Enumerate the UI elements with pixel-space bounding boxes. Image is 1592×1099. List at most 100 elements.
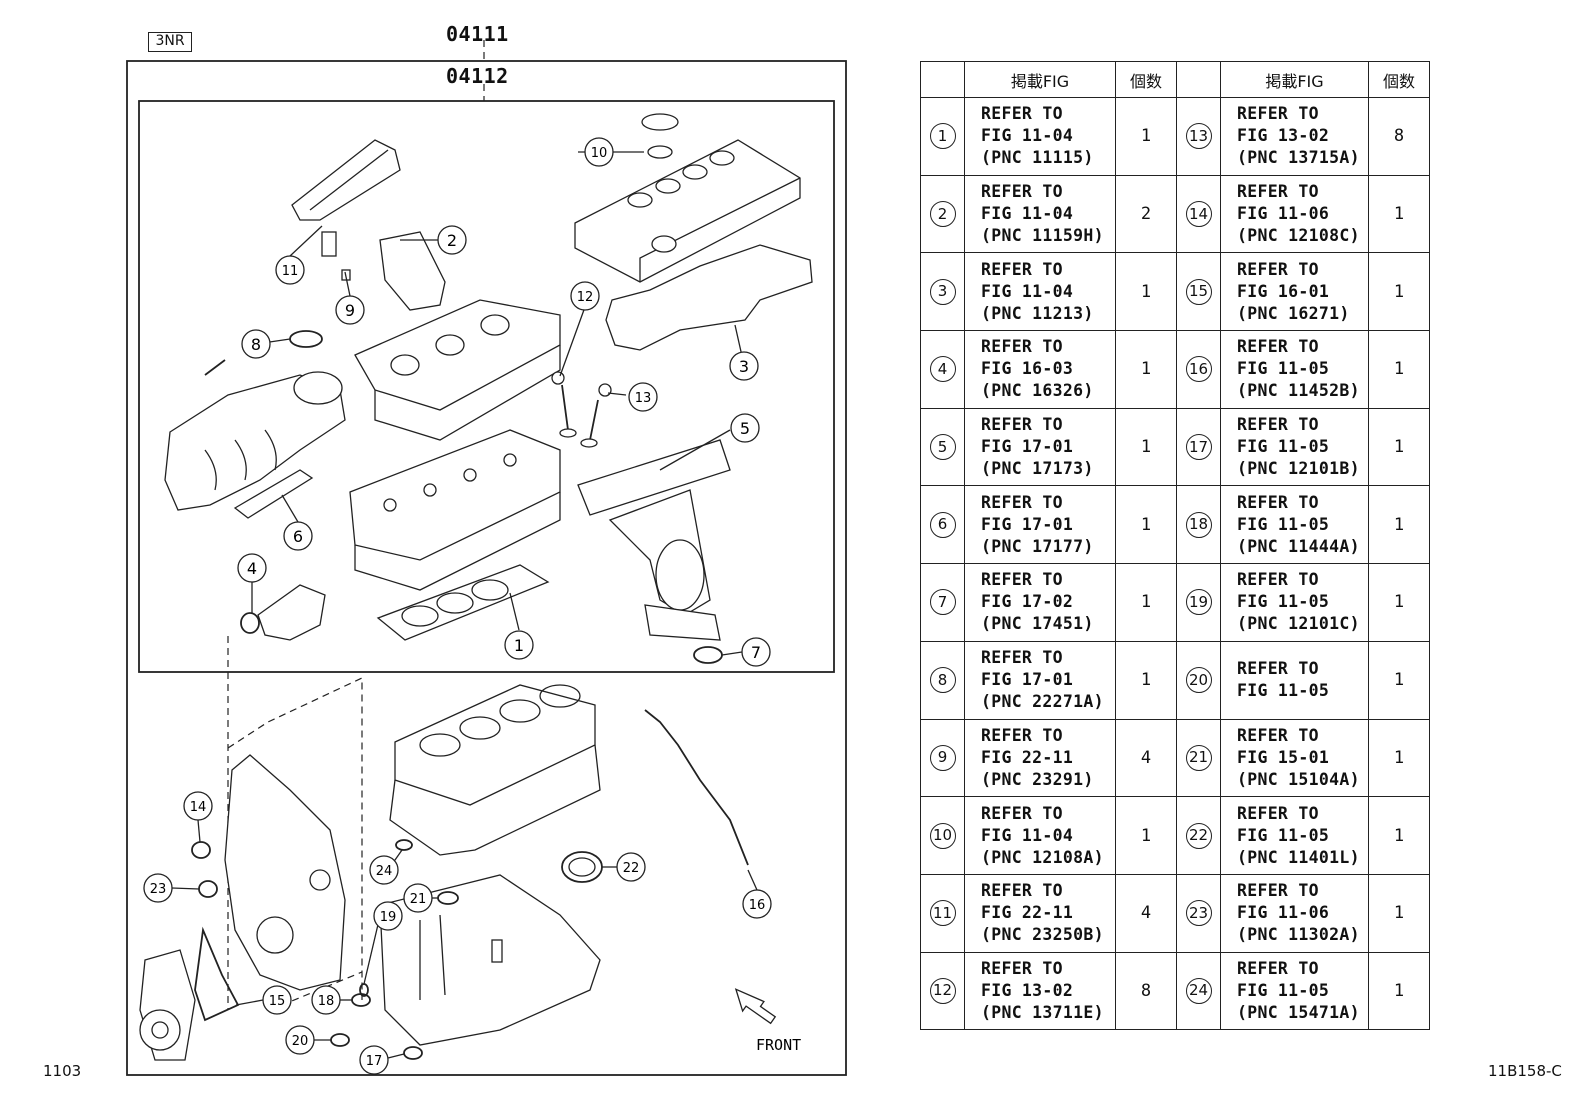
table-header-row: 掲載FIG 個数 掲載FIG 個数 [920,61,1430,98]
callout-markers: 1 2 3 4 5 6 7 8 9 10 11 12 13 14 15 16 1… [143,137,772,1075]
col-header-fig-2: 掲載FIG [1220,61,1369,98]
ref-item-number: 17 [1176,407,1221,487]
ref-quantity-cell: 1 [1368,485,1430,565]
col-header-no-2 [1176,61,1221,98]
callout-10: 10 [584,137,614,167]
ref-item-number: 7 [920,563,965,642]
ref-item-number: 19 [1176,563,1221,642]
svg-text:8: 8 [251,335,261,354]
ref-figure-cell: REFER TO FIG 15-01 (PNC 15104A) [1220,718,1369,798]
item-number-badge: 2 [929,201,956,228]
oil-level-gauge-guide-part [644,709,749,866]
callout-4: 4 [237,553,267,583]
item-number-badge: 13 [1185,123,1212,150]
cylinder-head-gasket-part [376,564,550,641]
ref-figure-cell: REFER TO FIG 13-02 (PNC 13711E) [964,951,1116,1031]
crank-seal-part [191,841,211,859]
item-number-badge: 9 [929,744,956,771]
ref-item-number: 23 [1176,873,1221,953]
ref-item-number: 9 [920,718,965,798]
svg-text:15: 15 [269,994,286,1009]
ref-quantity-cell: 1 [1115,640,1177,720]
item-number-badge: 10 [929,822,956,849]
item-number-badge: 7 [929,589,956,616]
ref-quantity-cell: 1 [1368,407,1430,487]
timing-chain-cover-part [224,754,346,991]
item-number-badge: 20 [1185,667,1212,694]
ref-figure-cell: REFER TO FIG 11-05 (PNC 15471A) [1220,951,1369,1031]
svg-text:13: 13 [635,391,652,406]
item-number-badge: 15 [1185,278,1212,305]
svg-text:21: 21 [410,892,427,907]
item-number-badge: 3 [929,278,956,305]
item-number-badge: 12 [929,977,956,1004]
svg-text:7: 7 [751,643,761,662]
item-number-badge: 22 [1185,822,1212,849]
svg-text:23: 23 [150,882,167,897]
ref-quantity-cell: 1 [1115,330,1177,409]
head-cover-gasket-part [605,244,813,351]
rear-oil-seal-part [561,851,603,883]
block-seal-part [395,839,413,851]
callout-6: 6 [283,521,313,551]
svg-text:10: 10 [591,146,608,161]
item-number-badge: 21 [1185,744,1212,771]
exhaust-manifold-part [577,439,731,641]
callout-12: 12 [570,281,600,311]
kit-outer-part-number: 04111 [446,22,509,46]
throttle-body-gasket-part [289,330,323,348]
ref-item-number: 6 [920,485,965,565]
valve-parts [551,371,612,448]
ref-figure-cell: REFER TO FIG 17-01 (PNC 17177) [964,485,1116,565]
callout-17: 17 [359,1045,389,1075]
svg-text:17: 17 [366,1054,383,1069]
oil-pan-part [379,874,601,1046]
callout-22: 22 [616,852,646,882]
callout-19: 19 [373,901,403,931]
callout-24: 24 [369,855,399,885]
item-number-badge: 11 [929,900,956,927]
water-pump-part [139,949,196,1061]
item-number-badge: 16 [1185,356,1212,383]
item-number-badge: 23 [1185,900,1212,927]
ref-item-number: 15 [1176,252,1221,332]
fuel-delivery-pipe-part [291,139,401,221]
svg-text:6: 6 [293,527,303,546]
ref-quantity-cell: 1 [1368,873,1430,953]
water-pump-gasket-part [194,926,240,1022]
callout-7: 7 [741,637,771,667]
svg-text:5: 5 [740,419,750,438]
ref-figure-cell: REFER TO FIG 11-06 (PNC 11302A) [1220,873,1369,953]
exhaust-gasket-part [693,646,723,664]
ref-quantity-cell: 1 [1368,252,1430,332]
svg-text:2: 2 [447,231,457,250]
ref-item-number: 24 [1176,951,1221,1031]
ref-quantity-cell: 1 [1368,796,1430,875]
engine-code-tag: 3NR [148,32,192,52]
ref-figure-cell: REFER TO FIG 11-04 (PNC 11213) [964,252,1116,332]
ref-quantity-cell: 1 [1368,718,1430,798]
ref-quantity-cell: 1 [1115,796,1177,875]
ref-figure-cell: REFER TO FIG 11-05 (PNC 12101C) [1220,563,1369,642]
ref-item-number: 21 [1176,718,1221,798]
ref-item-number: 22 [1176,796,1221,875]
callout-3: 3 [729,351,759,381]
cylinder-head-part [349,429,561,591]
item-number-badge: 6 [929,511,956,538]
outer-kit-frame [126,60,847,1076]
col-header-fig: 掲載FIG [964,61,1116,98]
callout-8: 8 [241,329,271,359]
ref-quantity-cell: 1 [1368,563,1430,642]
item-number-badge: 5 [929,434,956,461]
svg-text:4: 4 [247,559,257,578]
figure-id: 11B158-C [1488,1062,1562,1080]
callout-11: 11 [275,255,305,285]
svg-text:3: 3 [739,357,749,376]
ref-item-number: 20 [1176,640,1221,720]
front-arrow-icon [734,988,777,1025]
